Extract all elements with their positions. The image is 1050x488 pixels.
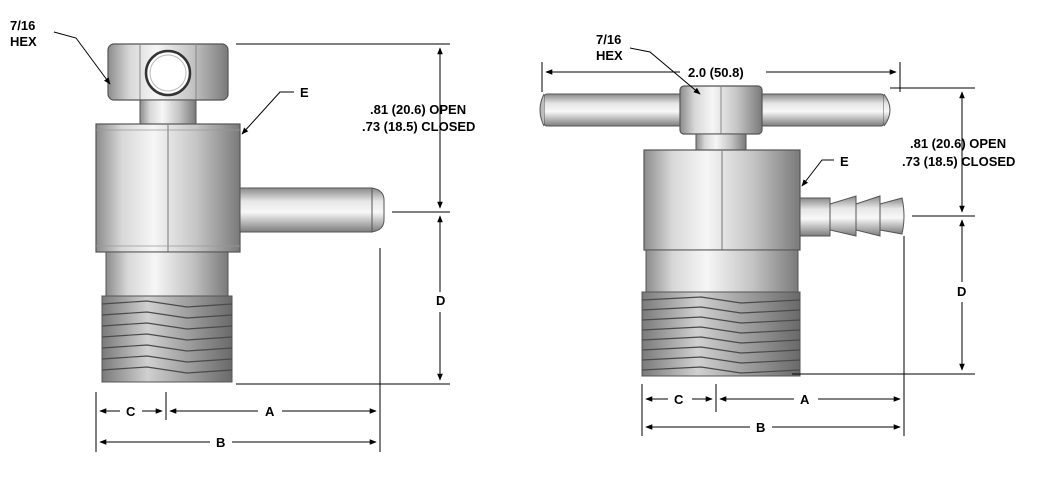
thread-ridge [641,366,801,374]
left-stem-neck [139,99,197,125]
left-a-label: A [265,404,275,419]
right-hex-size-label: 7/16 [596,32,621,47]
left-valve [95,43,385,383]
right-thread [641,291,801,377]
thread-ridge [101,344,233,352]
left-b-label: B [216,435,225,450]
left-open-label: .81 (20.6) OPEN [370,102,466,117]
left-c-label: C [126,404,136,419]
thread-ridge [101,355,233,363]
right-valve [539,85,905,377]
left-thread [101,295,233,383]
right-d-label: D [957,284,966,299]
right-e-label: E [840,154,849,169]
thread-ridge [101,333,233,341]
right-dimensions: 7/16 HEX 2.0 (50.8) E .81 (20.6) OPEN .7… [541,32,1015,436]
thread-ridge [641,296,801,304]
left-e-label: E [300,85,309,100]
right-hex-text-label: HEX [596,48,623,63]
right-c-label: C [674,392,684,407]
left-body-hex [95,123,241,253]
thread-ridge [641,336,801,344]
left-d-label: D [436,293,445,308]
left-shank [105,251,229,297]
right-width-label: 2.0 (50.8) [688,65,744,80]
left-side-outlet [239,187,385,233]
right-b-label: B [756,420,765,435]
thread-ridge [641,356,801,364]
right-top-hex [679,85,763,135]
thread-ridge [641,326,801,334]
left-hex-size-label: 7/16 [10,18,35,33]
thread-ridge [101,311,233,319]
thread-ridge [101,300,233,308]
right-a-label: A [800,392,810,407]
right-body-hex [643,149,801,251]
right-barbed-outlet [799,195,905,237]
right-shank [645,249,799,293]
thread-ridge [101,322,233,330]
right-open-label: .81 (20.6) OPEN [910,136,1006,151]
right-stem-neck [695,133,747,151]
right-closed-label: .73 (18.5) CLOSED [902,154,1015,169]
left-closed-label: .73 (18.5) CLOSED [362,119,475,134]
thread-ridge [641,306,801,314]
thread-ridge [641,346,801,354]
thread-ridge [101,366,233,374]
left-hex-cap [107,43,229,101]
left-dimensions: 7/16 HEX E .81 (20.6) OPEN .73 (18.5) CL… [10,18,475,452]
left-hex-text-label: HEX [10,34,37,49]
thread-ridge [641,316,801,324]
